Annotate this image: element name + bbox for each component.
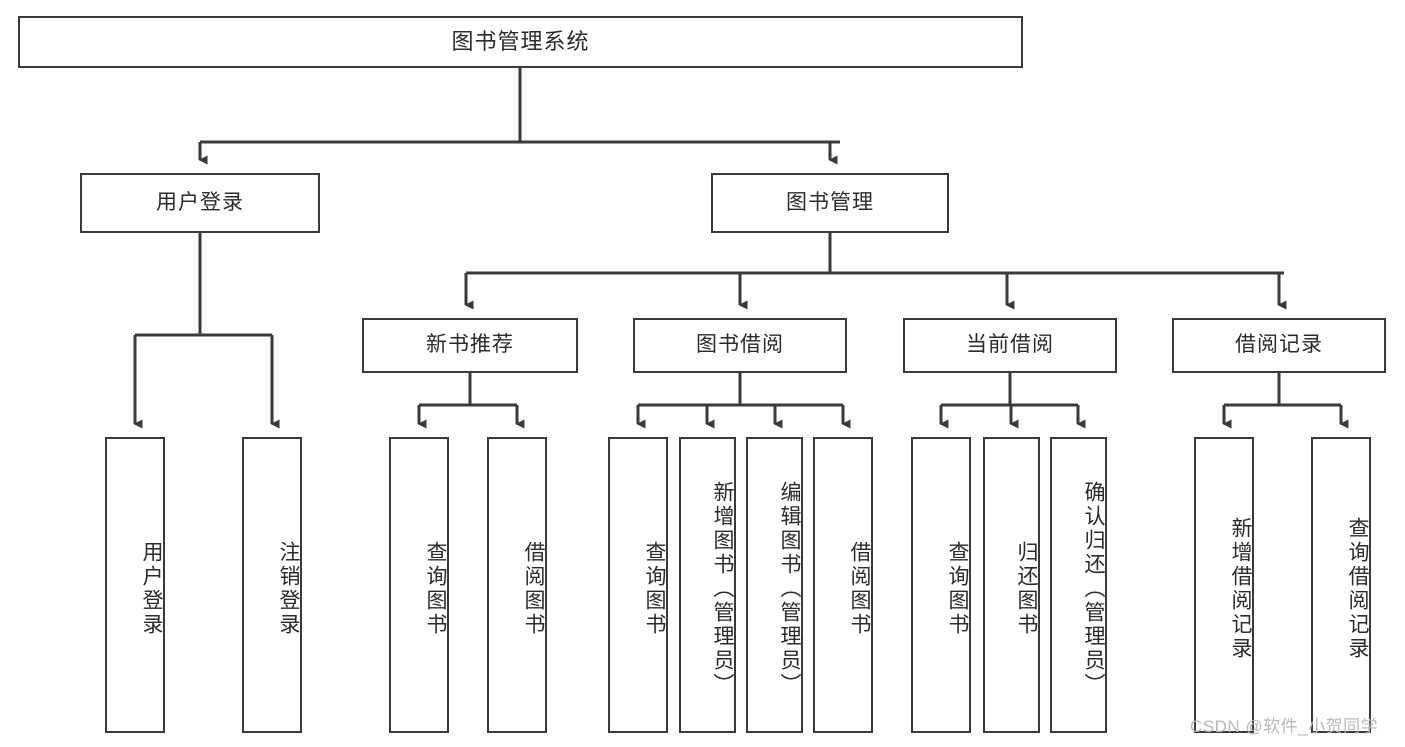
node-leaf-return-book-label: 归还图书 [1015,541,1038,637]
node-leaf-add-record[interactable]: 新增借阅记录 [1194,437,1254,733]
node-new-book-recommend[interactable]: 新书推荐 [362,318,578,373]
node-leaf-confirm-return-label: 确认归还（管理员） [1082,481,1105,697]
node-root-label: 图书管理系统 [451,29,590,55]
node-leaf-edit-book[interactable]: 编辑图书（管理员） [746,437,803,733]
node-leaf-borrow-book-1[interactable]: 借阅图书 [487,437,547,733]
node-current-borrow[interactable]: 当前借阅 [903,318,1117,373]
node-leaf-query-record-label: 查询借阅记录 [1346,517,1369,661]
node-leaf-add-book-label: 新增图书（管理员） [711,481,734,697]
node-book-borrow[interactable]: 图书借阅 [633,318,847,373]
node-leaf-query-book-2-label: 查询图书 [643,541,666,637]
node-new-book-recommend-label: 新书推荐 [426,333,514,357]
node-book-manage-label: 图书管理 [786,190,874,214]
node-leaf-query-book-1-label: 查询图书 [424,541,447,637]
node-leaf-add-book[interactable]: 新增图书（管理员） [679,437,736,733]
node-leaf-query-record[interactable]: 查询借阅记录 [1311,437,1371,733]
node-leaf-borrow-book-2-label: 借阅图书 [848,541,871,637]
node-leaf-query-book-3[interactable]: 查询图书 [911,437,971,733]
node-leaf-edit-book-label: 编辑图书（管理员） [778,481,801,697]
node-borrow-record-label: 借阅记录 [1235,333,1323,357]
csdn-watermark: CSDN @软件_小贺同学 [1190,717,1379,736]
node-leaf-borrow-book-1-label: 借阅图书 [522,541,545,637]
node-user-login[interactable]: 用户登录 [80,173,320,233]
node-borrow-record[interactable]: 借阅记录 [1172,318,1386,373]
node-leaf-add-record-label: 新增借阅记录 [1229,517,1252,661]
node-leaf-user-login-label: 用户登录 [140,541,163,637]
node-user-login-label: 用户登录 [156,190,244,214]
node-leaf-borrow-book-2[interactable]: 借阅图书 [813,437,873,733]
node-leaf-user-logout[interactable]: 注销登录 [242,437,302,733]
node-current-borrow-label: 当前借阅 [966,333,1054,357]
node-book-manage[interactable]: 图书管理 [711,173,949,233]
node-leaf-query-book-3-label: 查询图书 [946,541,969,637]
node-root[interactable]: 图书管理系统 [18,16,1023,68]
node-leaf-confirm-return[interactable]: 确认归还（管理员） [1050,437,1107,733]
node-leaf-query-book-1[interactable]: 查询图书 [389,437,449,733]
node-leaf-return-book[interactable]: 归还图书 [983,437,1040,733]
node-leaf-query-book-2[interactable]: 查询图书 [608,437,668,733]
node-leaf-user-logout-label: 注销登录 [277,541,300,637]
node-book-borrow-label: 图书借阅 [696,333,784,357]
node-leaf-user-login[interactable]: 用户登录 [105,437,165,733]
